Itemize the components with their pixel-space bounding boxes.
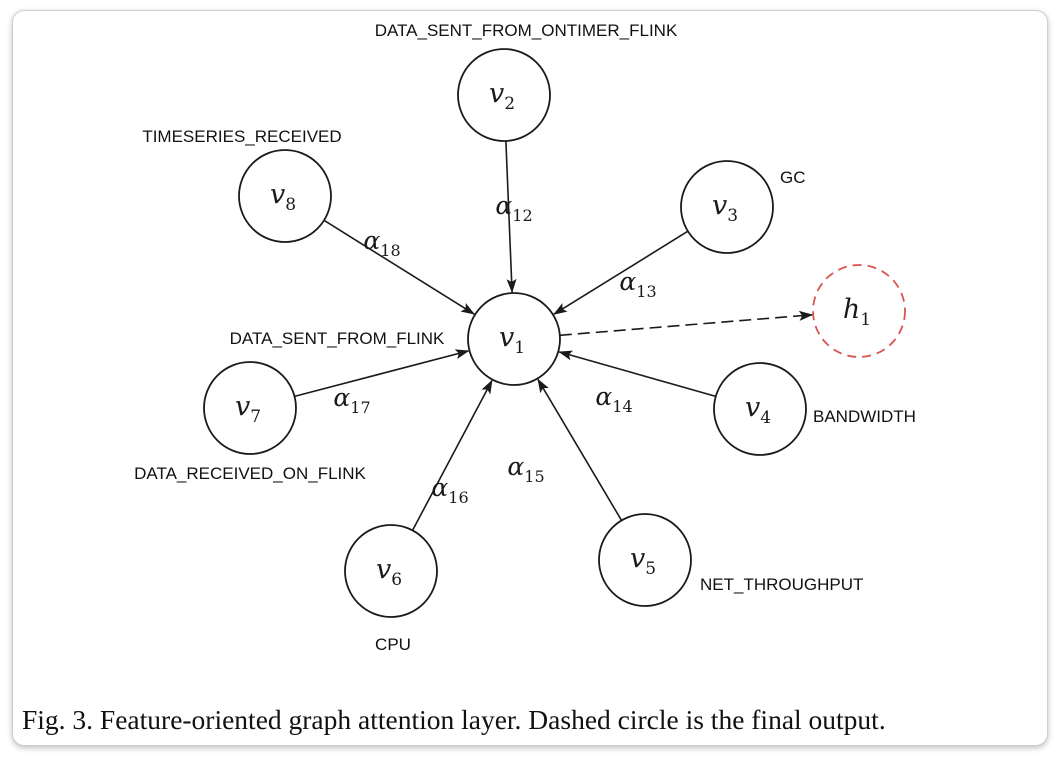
edge-label-v5-v1: α15 [507, 452, 544, 486]
node-v5 [598, 513, 692, 607]
node-label-v1: v1 [499, 322, 525, 358]
node-v7 [203, 361, 297, 455]
node-label-v3: v3 [712, 190, 738, 226]
node-label-v5: v5 [630, 543, 656, 579]
edge-v2-v1 [505, 140, 517, 294]
node-v8 [238, 149, 332, 243]
edges-layer [294, 140, 814, 531]
node-v3 [680, 160, 774, 254]
figure-caption: Fig. 3. Feature-oriented graph attention… [22, 704, 886, 735]
feature-name-v8: TIMESERIES_RECEIVED [142, 127, 341, 146]
edge-v6-v1 [411, 379, 493, 531]
node-v2 [457, 48, 551, 142]
node-label-v8: v8 [270, 179, 296, 215]
node-label-v2: v2 [489, 78, 515, 114]
node-label-v7: v7 [235, 391, 261, 427]
feature-name-v5: NET_THROUGHPUT [700, 575, 863, 594]
edge-label-v6-v1: α16 [431, 473, 468, 507]
feature-name-v2: DATA_SENT_FROM_ONTIMER_FLINK [375, 21, 678, 40]
edge-label-v4-v1: α14 [595, 382, 632, 416]
node-label-v6: v6 [376, 554, 402, 590]
edge-v1-h1 [559, 310, 814, 337]
edge-label-v2-v1: α12 [495, 191, 532, 225]
feature-name-v1: DATA_SENT_FROM_FLINK [230, 329, 445, 348]
feature-name-v4: BANDWIDTH [813, 407, 916, 426]
edge-label-v8-v1: α18 [363, 226, 400, 260]
node-label-h1: h1 [843, 294, 871, 330]
feature-name-v3: GC [780, 168, 806, 187]
feature-name-v6: CPU [375, 635, 411, 654]
node-label-v4: v4 [745, 392, 771, 428]
node-h1 [812, 264, 906, 358]
labels-layer: α12 α13 α14 α15 α16 α17 α18DATA_SENT_FROM_FLIN… [134, 21, 916, 654]
nodes-layer: v1 v2 v3 v4 v5 v6 v7 v8 h1 [203, 48, 906, 618]
edge-v5-v1 [537, 378, 623, 521]
edge-v4-v1 [558, 350, 716, 398]
edge-label-v7-v1: α17 [333, 383, 370, 417]
edge-v7-v1 [294, 349, 470, 398]
feature-name-v7: DATA_RECEIVED_ON_FLINK [134, 464, 366, 483]
edge-v3-v1 [553, 230, 689, 315]
attention-graph-diagram: v1 v2 v3 v4 v5 v6 v7 v8 h1 α12 α13 α14 α15 α16 α17 α18… [134, 21, 916, 654]
edge-v8-v1 [323, 219, 475, 315]
node-v6 [344, 524, 438, 618]
node-v4 [713, 362, 807, 456]
node-v1 [467, 292, 561, 386]
edge-label-v3-v1: α13 [619, 267, 656, 301]
